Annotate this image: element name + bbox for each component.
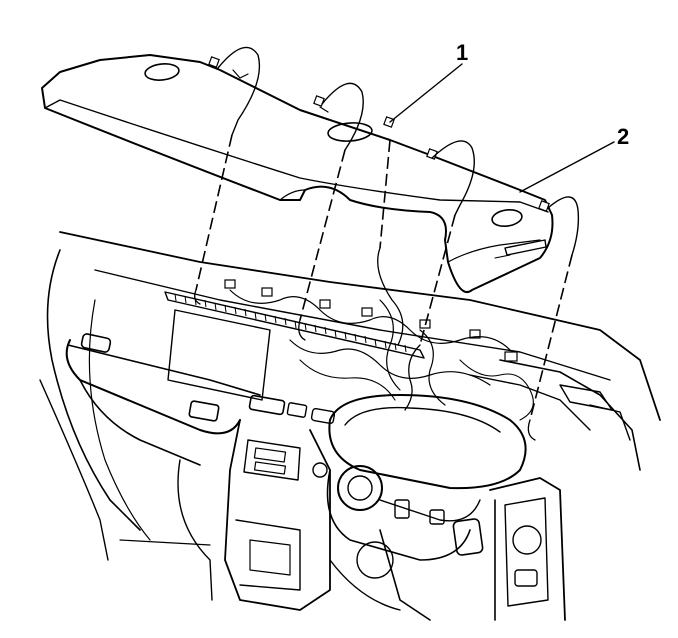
defroster-grille (174, 293, 407, 353)
callout-1-label: 1 (456, 40, 468, 65)
callout-1: 1 (389, 40, 468, 123)
right-speaker-opening (491, 209, 523, 227)
instrument-panel (39, 231, 661, 621)
alignment-lines (194, 46, 580, 441)
left-air-vent (80, 333, 112, 353)
callout-2: 2 (519, 124, 629, 193)
steering-wheel-hub (326, 465, 481, 561)
left-speaker-opening (144, 63, 180, 81)
callout-2-label: 2 (617, 124, 629, 149)
upper-trim-panel (41, 54, 554, 293)
center-air-vent-right (248, 394, 286, 416)
center-air-vent-left (188, 400, 220, 422)
